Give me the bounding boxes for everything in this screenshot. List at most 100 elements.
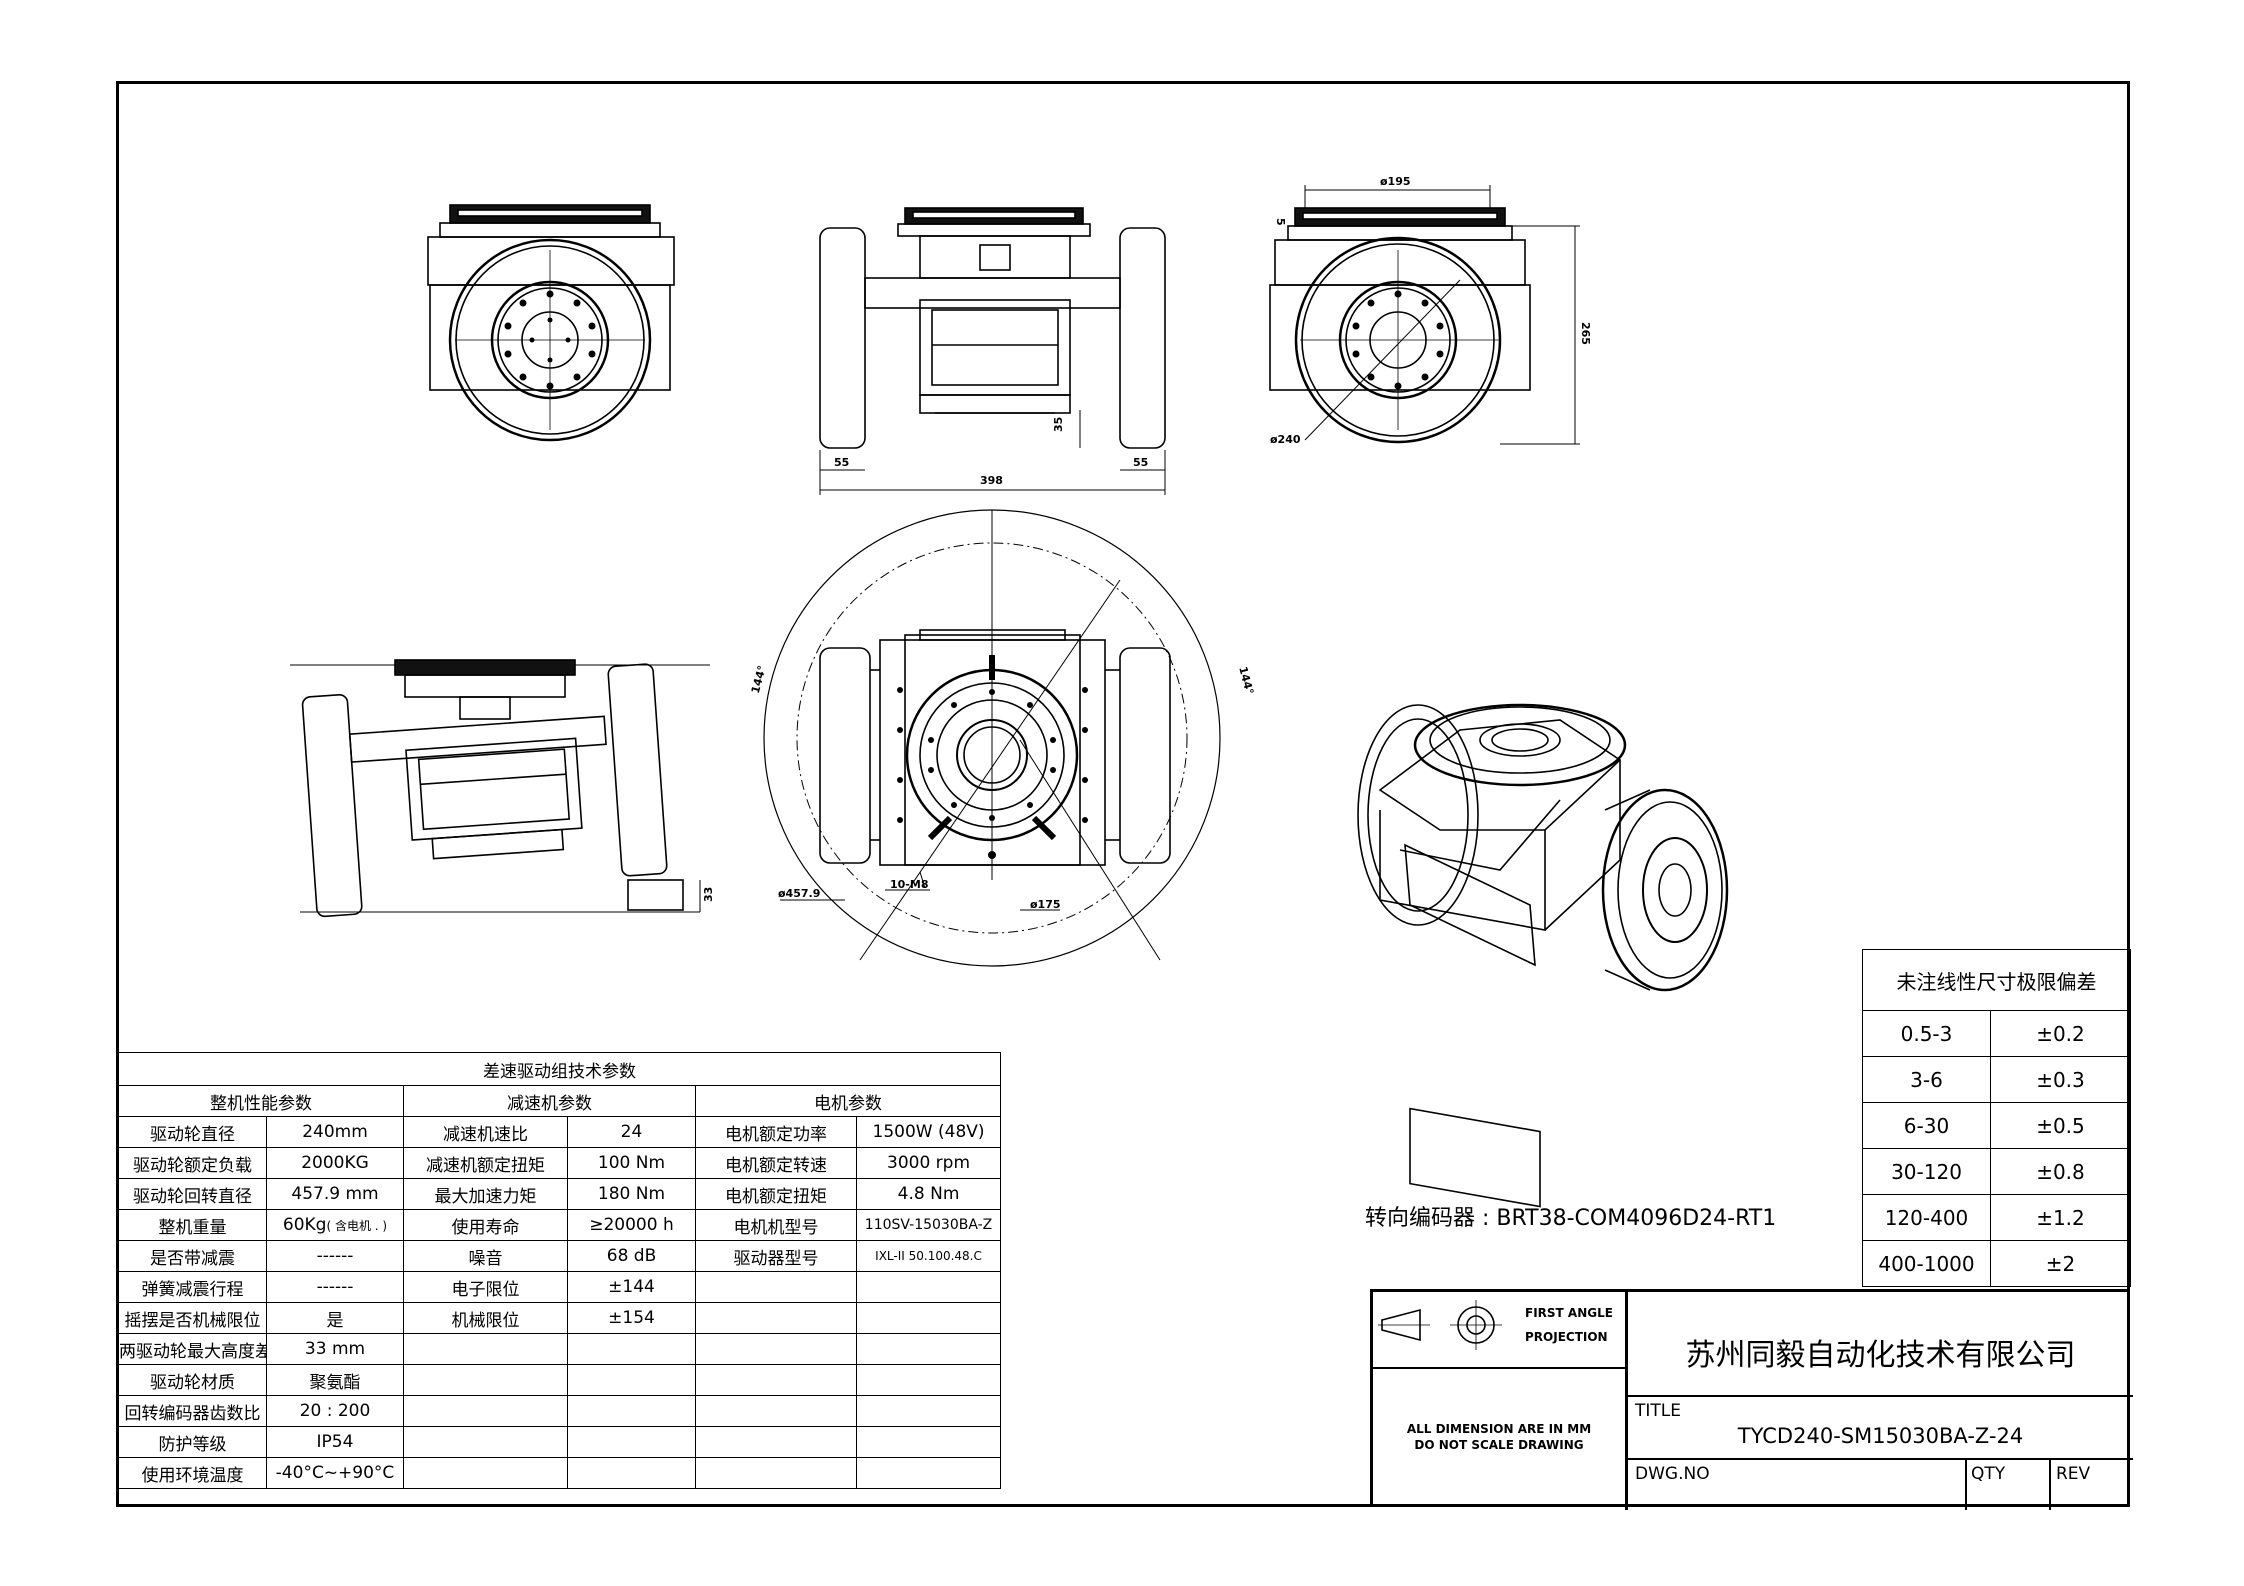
weight-value: 60Kg: [282, 1215, 327, 1235]
table-cell: 是否带减震: [118, 1240, 267, 1272]
tolerance-value: ±0.3: [1990, 1056, 2131, 1103]
table-cell: [695, 1302, 857, 1334]
table-cell: 机械限位: [403, 1302, 568, 1334]
tolerance-value: ±1.2: [1990, 1194, 2131, 1241]
table-cell: [567, 1364, 696, 1396]
table-cell: 240mm: [266, 1116, 404, 1148]
dim-398: 398: [980, 474, 1003, 487]
table-row: 摇摆是否机械限位是 机械限位±154: [118, 1302, 1002, 1334]
tolerance-value: ±0.2: [1990, 1010, 2131, 1057]
tolerance-range: 6-30: [1862, 1102, 1991, 1149]
title-label: TITLE: [1635, 1401, 1681, 1421]
table-cell: [695, 1395, 857, 1427]
table-title: 差速驱动组技术参数: [117, 1052, 1002, 1086]
dim-33: 33: [702, 887, 715, 902]
tolerance-value: ±0.8: [1990, 1148, 2131, 1195]
tolerance-range: 3-6: [1862, 1056, 1991, 1103]
dim-175: ø175: [1030, 898, 1061, 911]
table-cell: IXL-II 50.100.48.C: [855, 1240, 1002, 1272]
side-view: [1269, 185, 1580, 445]
dim-457-9: ø457.9: [778, 887, 820, 900]
table-cell: 24: [567, 1116, 696, 1148]
encoder-note: 转向编码器 : BRT38-COM4096D24-RT1: [1365, 1206, 1777, 1231]
table-cell: [403, 1426, 568, 1458]
table-cell: 100 Nm: [567, 1147, 696, 1179]
table-cell: [403, 1333, 568, 1365]
table-row: 驱动轮材质聚氨酯: [118, 1364, 1002, 1396]
plan-view: [763, 509, 1221, 967]
table-cell: 回转编码器齿数比: [118, 1395, 267, 1427]
dim-5: 5: [1274, 218, 1287, 226]
table-cell: 驱动轮直径: [118, 1116, 267, 1148]
table-cell: 2000KG: [266, 1147, 404, 1179]
table-cell: [567, 1426, 696, 1458]
dim-55-right: 55: [1133, 456, 1148, 469]
section-header: 减速机参数: [403, 1085, 696, 1117]
table-cell: 110SV-15030BA-Z: [855, 1209, 1002, 1241]
tolerance-range: 30-120: [1862, 1148, 1991, 1195]
front-view: [427, 204, 675, 442]
table-cell: 180 Nm: [567, 1178, 696, 1210]
table-cell: ±144: [567, 1271, 696, 1303]
table-cell: 减速机额定扭矩: [403, 1147, 568, 1179]
table-cell: 60Kg( 含电机 . ): [266, 1209, 404, 1241]
table-cell: 4.8 Nm: [855, 1178, 1002, 1210]
tolerance-table: 未注线性尺寸极限偏差 0.5-3±0.2 3-6±0.3 6-30±0.5 30…: [1862, 949, 2131, 1287]
table-row: 30-120±0.8: [1862, 1148, 2131, 1195]
dimension-note-1: ALL DIMENSION ARE IN MM: [1406, 1422, 1592, 1436]
table-cell: [855, 1302, 1002, 1334]
table-cell: 弹簧减震行程: [118, 1271, 267, 1303]
table-cell: 457.9 mm: [266, 1178, 404, 1210]
table-row: 使用环境温度-40°C~+90°C: [118, 1457, 1002, 1489]
table-cell: 3000 rpm: [855, 1147, 1002, 1179]
table-cell: [695, 1364, 857, 1396]
table-cell: [695, 1271, 857, 1303]
section-header: 电机参数: [694, 1085, 1002, 1117]
section-header: 整机性能参数: [118, 1085, 404, 1117]
table-cell: 电机额定扭矩: [695, 1178, 857, 1210]
company-name: 苏州同毅自动化技术有限公司: [1685, 1338, 2076, 1373]
qty-label: QTY: [1971, 1464, 2006, 1484]
tolerance-value: ±2: [1990, 1240, 2131, 1287]
table-cell: [855, 1364, 1002, 1396]
table-cell: IP54: [266, 1426, 404, 1458]
rev-label: REV: [2056, 1464, 2091, 1484]
dim-265: 265: [1579, 322, 1592, 345]
table-cell: 两驱动轮最大高度差: [118, 1333, 267, 1365]
table-cell: 聚氨酯: [266, 1364, 404, 1396]
table-cell: [403, 1395, 568, 1427]
dim-10-m8: 10-M8: [890, 878, 928, 891]
table-cell: ≥20000 h: [567, 1209, 696, 1241]
table-cell: 电子限位: [403, 1271, 568, 1303]
table-cell: [855, 1395, 1002, 1427]
title-block: FIRST ANGLE PROJECTION ALL DIMENSION ARE…: [1370, 1289, 2133, 1510]
dimension-note-2: DO NOT SCALE DRAWING: [1414, 1438, 1584, 1452]
table-header-row: 整机性能参数 减速机参数 电机参数: [118, 1085, 1002, 1117]
tolerance-range: 0.5-3: [1862, 1010, 1991, 1057]
table-cell: 驱动轮回转直径: [118, 1178, 267, 1210]
dwg-no-label: DWG.NO: [1635, 1464, 1710, 1484]
table-cell: 摇摆是否机械限位: [118, 1302, 267, 1334]
table-cell: [855, 1271, 1002, 1303]
table-cell: [567, 1333, 696, 1365]
isometric-view: [1357, 703, 1729, 1208]
projection-symbol: [1378, 1300, 1502, 1350]
projection-label-2: PROJECTION: [1525, 1330, 1608, 1344]
table-cell: 33 mm: [266, 1333, 404, 1365]
table-cell: [855, 1457, 1002, 1489]
table-cell: [695, 1457, 857, 1489]
drawing-title: TYCD240-SM15030BA-Z-24: [1737, 1424, 2024, 1448]
table-cell: 是: [266, 1302, 404, 1334]
top-view: [819, 207, 1166, 495]
table-cell: 使用环境温度: [118, 1457, 267, 1489]
tilted-view: [290, 659, 710, 918]
table-cell: [567, 1395, 696, 1427]
table-cell: 电机额定转速: [695, 1147, 857, 1179]
